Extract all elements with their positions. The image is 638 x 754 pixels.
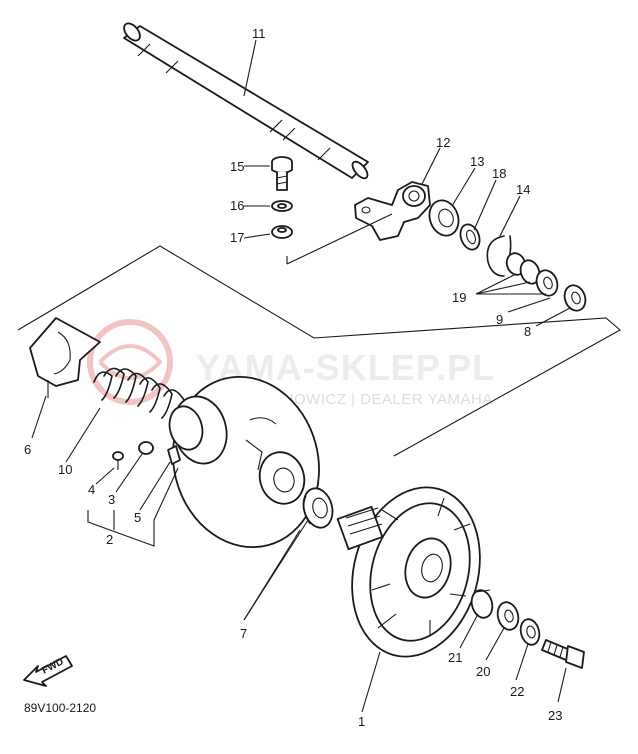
callout-15: 15: [230, 159, 244, 174]
part-11-shaft: [123, 22, 369, 180]
part-14-snap-ring: [486, 235, 512, 277]
callout-14: 14: [516, 182, 530, 197]
part-16-washer: [271, 200, 293, 212]
callout-2: 2: [106, 532, 113, 547]
callout-12: 12: [436, 135, 450, 150]
callout-17: 17: [230, 230, 244, 245]
primary-sheave: [168, 375, 320, 549]
callout-20: 20: [476, 664, 490, 679]
part-4-bolt: [112, 451, 124, 470]
part-1-fixed-sheave: [336, 486, 481, 658]
part-20-washer: [496, 601, 520, 631]
watermark-logo: [87, 319, 173, 405]
callout-6: 6: [24, 442, 31, 457]
part-17-washer: [271, 225, 293, 239]
watermark: YAMA-SKLEP.PL WOJCIECHOWICZ | DEALER YAM…: [87, 319, 494, 408]
assembly-frame: [17, 213, 621, 457]
part-23-bolt: [541, 639, 585, 669]
part-10-spring: [93, 367, 185, 425]
callout-labels: 11 12 13 18 14 15 16 17 19 9 8 6 10 4 3 …: [24, 26, 562, 729]
part-18-circlip: [459, 223, 481, 251]
part-3-weight: [138, 441, 154, 455]
part-5-slider: [167, 445, 181, 465]
fwd-arrow-icon: FWD: [23, 655, 73, 687]
callout-23: 23: [548, 708, 562, 723]
callout-22: 22: [510, 684, 524, 699]
part-15-bolt: [271, 156, 293, 191]
part-12-bracket: [354, 181, 431, 241]
part-21-collar: [470, 589, 494, 619]
callout-16: 16: [230, 198, 244, 213]
part-22-washer: [519, 618, 541, 646]
part-19-spacers: [505, 252, 559, 297]
part-13-bearing: [428, 199, 460, 237]
callout-10: 10: [58, 462, 72, 477]
callout-9: 9: [496, 312, 503, 327]
part-6-guide: [29, 317, 101, 398]
callout-3: 3: [108, 492, 115, 507]
callout-19: 19: [452, 290, 466, 305]
callout-1: 1: [358, 714, 365, 729]
callout-4: 4: [88, 482, 95, 497]
callout-11: 11: [252, 26, 266, 41]
leader-lines: [31, 39, 571, 713]
part-8-washer: [563, 284, 587, 312]
callout-21: 21: [448, 650, 462, 665]
part-7-spacer: [302, 487, 334, 529]
callout-8: 8: [524, 324, 531, 339]
callout-5: 5: [134, 510, 141, 525]
callout-13: 13: [470, 154, 484, 169]
callout-18: 18: [492, 166, 506, 181]
diagram-code: 89V100-2120: [24, 701, 96, 715]
callout-7: 7: [240, 626, 247, 641]
